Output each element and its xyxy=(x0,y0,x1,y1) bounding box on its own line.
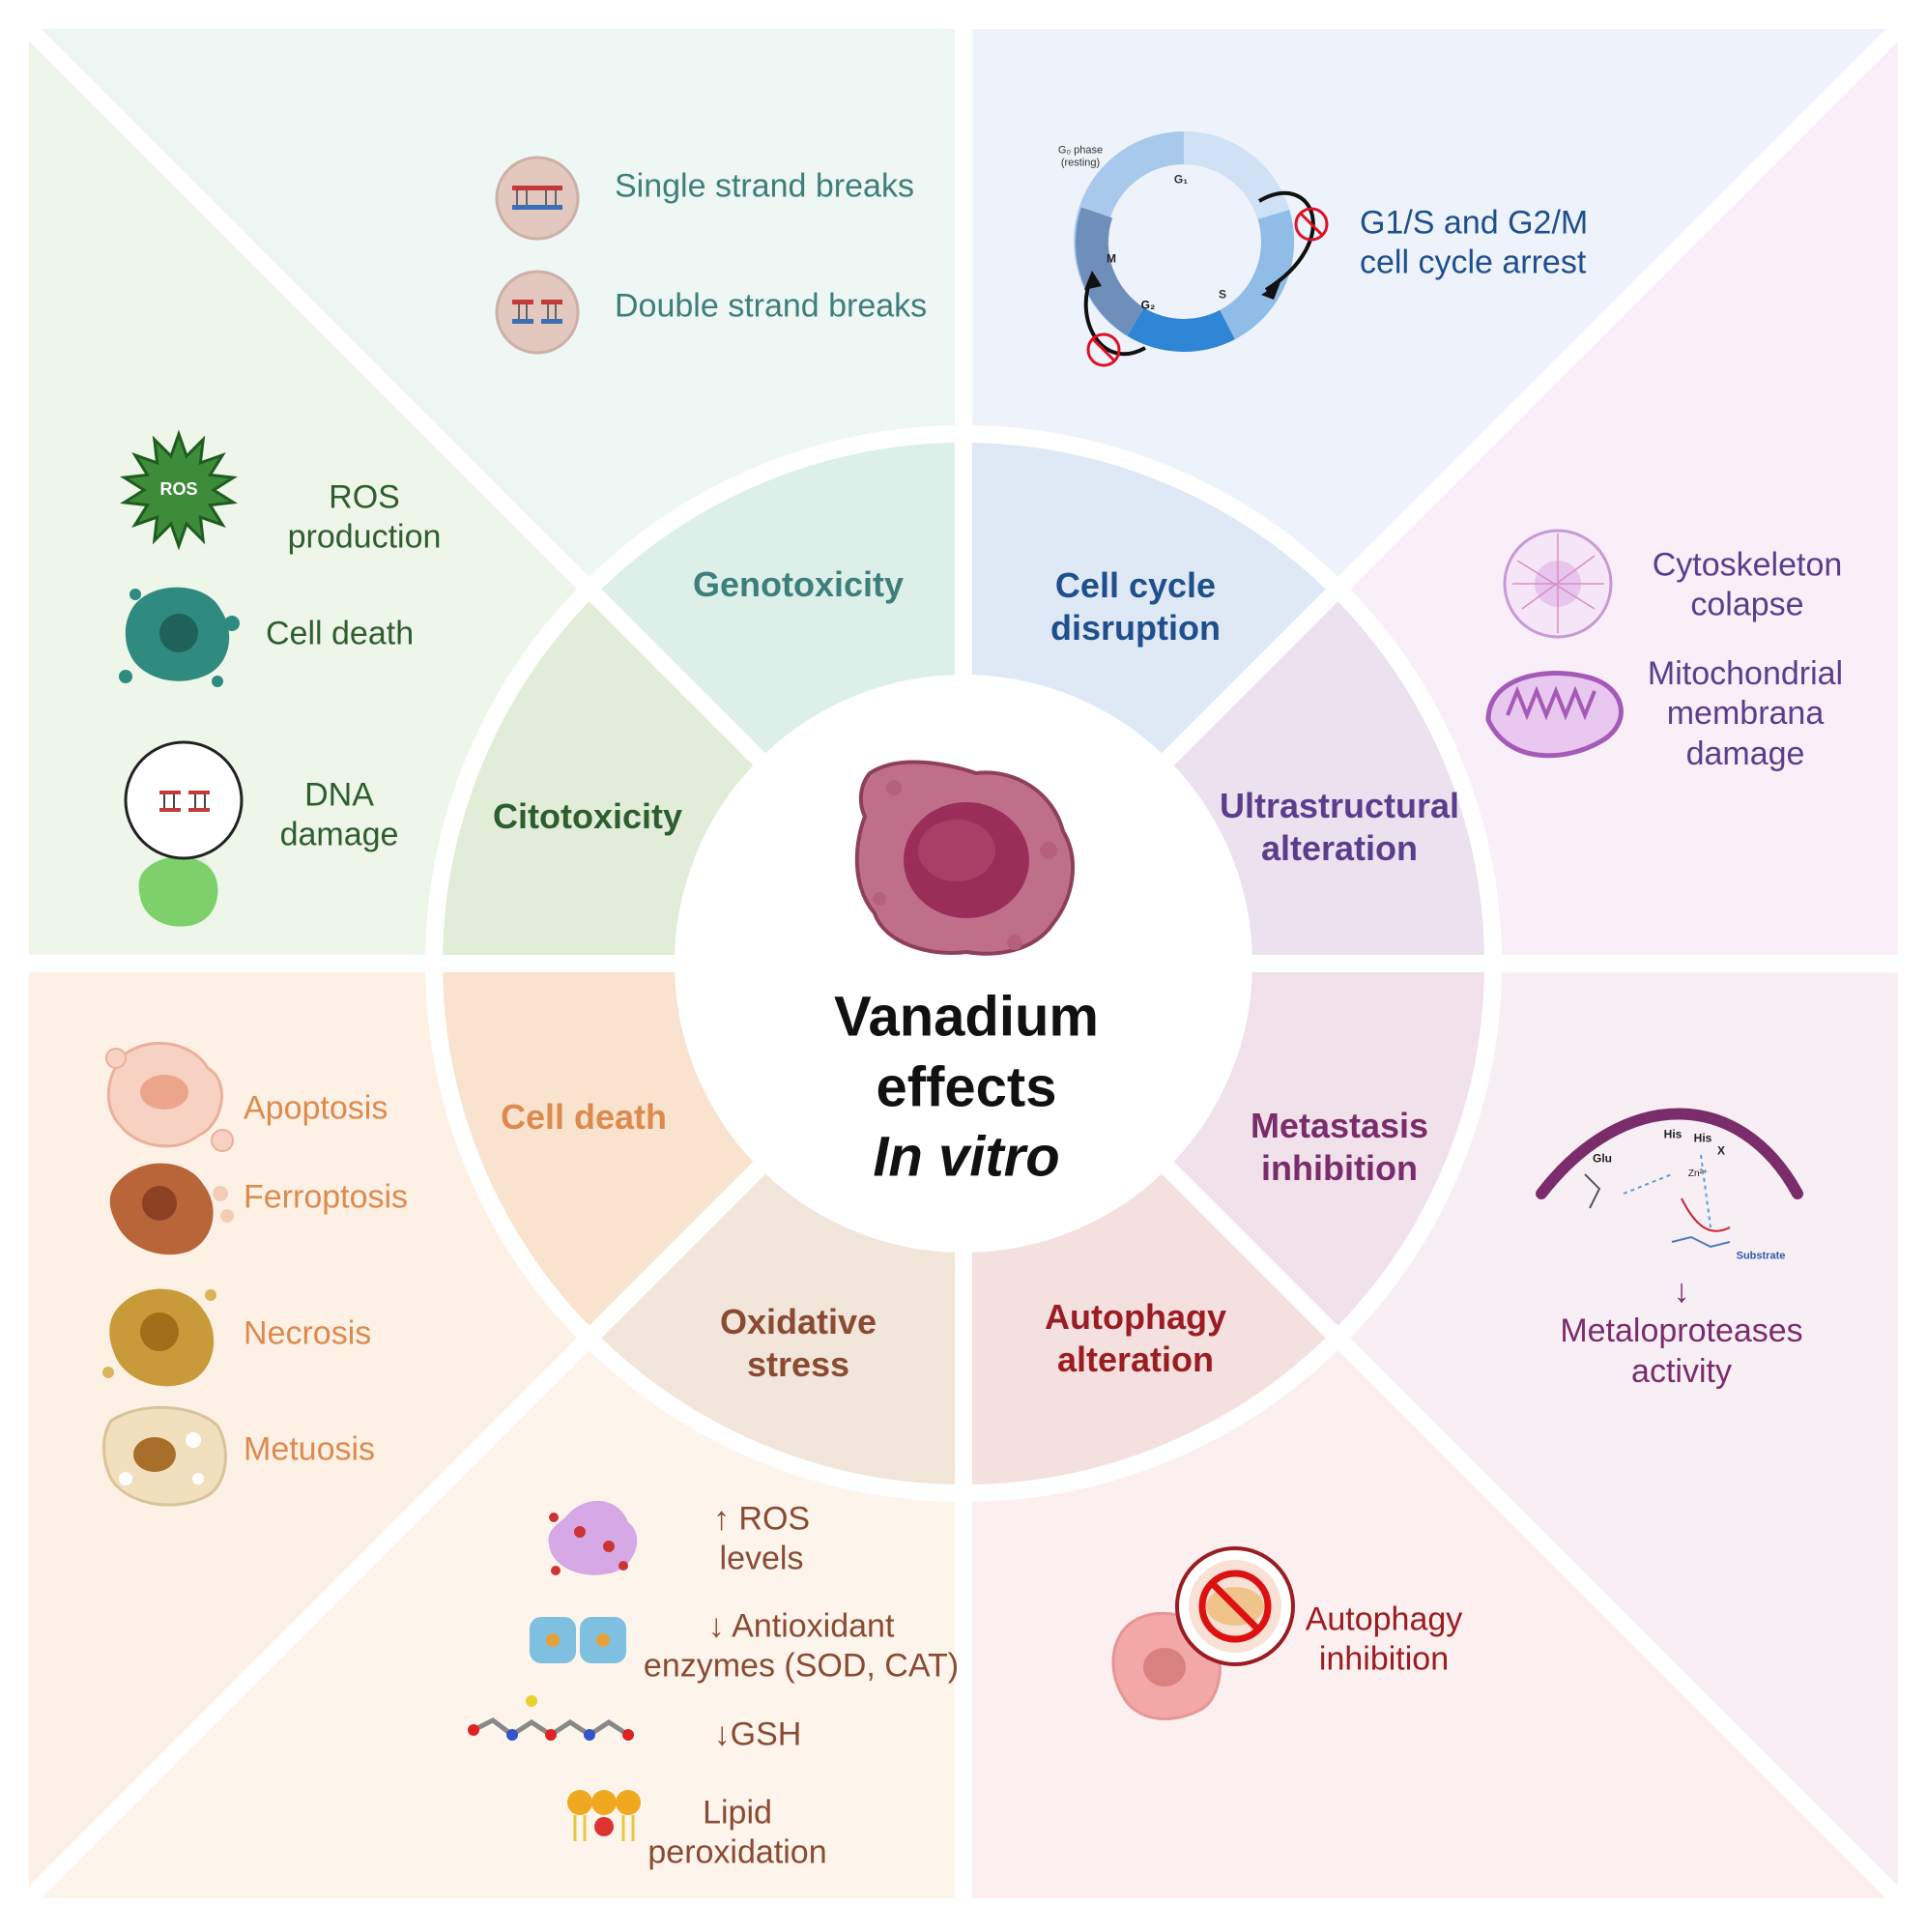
segment-label-cell-death: Cell death xyxy=(500,1097,668,1138)
segment-label-ultrastructural: Ultrastructural alteration xyxy=(1219,786,1460,868)
ring-outer-border xyxy=(426,426,1501,1501)
m-phase-label: M xyxy=(1107,251,1116,266)
dead-cell-icon xyxy=(119,587,240,687)
cytoskeleton-label: Cytoskeleton colapse xyxy=(1652,546,1843,623)
title-line-3: In vitro xyxy=(873,1125,1060,1189)
apoptosis-icon xyxy=(105,1041,234,1152)
metuosis-label: Metuosis xyxy=(244,1430,376,1468)
his-label-2: His xyxy=(1693,1131,1712,1145)
ferroptosis-icon xyxy=(109,1163,234,1255)
dna-damage-label: DNA damage xyxy=(279,776,399,853)
ros-burst-icon xyxy=(120,429,238,551)
ring-segments xyxy=(424,424,1503,1503)
necrosis-label: Necrosis xyxy=(244,1314,372,1352)
segment-label-metastasis: Metastasis inhibition xyxy=(1250,1106,1429,1188)
mitochondria-icon xyxy=(1485,670,1624,759)
segment-label-cell-cycle: Cell cycle disruption xyxy=(1050,565,1221,648)
ros-cell-icon xyxy=(548,1500,638,1575)
double-strand-breaks-label: Double strand breaks xyxy=(615,287,928,325)
gsh-label: ↓GSH xyxy=(713,1716,802,1753)
g0-phase-label: G₀ phase (resting) xyxy=(1057,144,1104,169)
cell-cycle-icon xyxy=(1074,130,1329,367)
cytoskeleton-icon xyxy=(1503,529,1613,639)
ros-badge-text: ROS xyxy=(159,479,198,500)
metaloproteases-label: ↓ Metaloproteases activity xyxy=(1560,1272,1803,1390)
autophagy-inhibition-icon xyxy=(1111,1546,1295,1720)
metaloprotease-icon xyxy=(1536,1108,1803,1249)
segment-label-genotoxicity: Genotoxicity xyxy=(692,564,905,605)
substrate-label: Substrate xyxy=(1736,1250,1786,1262)
g1-phase-label: G₁ xyxy=(1173,172,1189,187)
x-label: X xyxy=(1716,1143,1726,1158)
ros-production-label: ROS production xyxy=(287,478,442,556)
ferroptosis-label: Ferroptosis xyxy=(244,1178,409,1216)
center-circle xyxy=(683,683,1244,1244)
mitochondria-label: Mitochondrial membrana damage xyxy=(1647,654,1844,772)
ros-levels-label: ↑ ROS levels xyxy=(712,1500,811,1577)
gsh-molecule-icon xyxy=(468,1695,634,1741)
title-line-2: effects xyxy=(876,1054,1057,1118)
dna-damage-icon xyxy=(124,740,244,927)
apoptosis-label: Apoptosis xyxy=(244,1089,388,1127)
title-line-1: Vanadium xyxy=(834,985,1099,1049)
dna-single-strand-icon xyxy=(495,156,580,241)
segment-label-citotoxicity: Citotoxicity xyxy=(492,796,683,837)
autophagy-inhibition-label: Autophagy inhibition xyxy=(1305,1600,1463,1678)
segment-label-oxidative: Oxidative stress xyxy=(719,1302,877,1384)
antioxidant-enzyme-icon xyxy=(530,1617,626,1663)
lipid-peroxidation-icon xyxy=(567,1790,641,1841)
his-label-1: His xyxy=(1663,1127,1683,1141)
metuosis-icon xyxy=(102,1405,227,1507)
single-strand-breaks-label: Single strand breaks xyxy=(615,167,914,205)
necrosis-icon xyxy=(102,1288,216,1387)
cancer-cell-icon xyxy=(854,760,1075,956)
page-title: Vanadium effects In vitro xyxy=(834,982,1099,1193)
g2-phase-label: G₂ xyxy=(1140,298,1156,312)
lipid-peroxidation-label: Lipid peroxidation xyxy=(647,1794,827,1871)
glu-label: Glu xyxy=(1593,1151,1612,1166)
antioxidant-label: ↓ Antioxidant enzymes (SOD, CAT) xyxy=(643,1607,960,1685)
cell-cycle-arrest-label: G1/S and G2/M cell cycle arrest xyxy=(1360,204,1589,281)
s-phase-label: S xyxy=(1218,287,1227,302)
segment-label-autophagy: Autophagy alteration xyxy=(1045,1297,1226,1379)
dna-double-strand-icon xyxy=(495,270,580,355)
zn-label: Zn²⁺ xyxy=(1687,1168,1709,1179)
cell-death-label: Cell death xyxy=(266,615,415,652)
